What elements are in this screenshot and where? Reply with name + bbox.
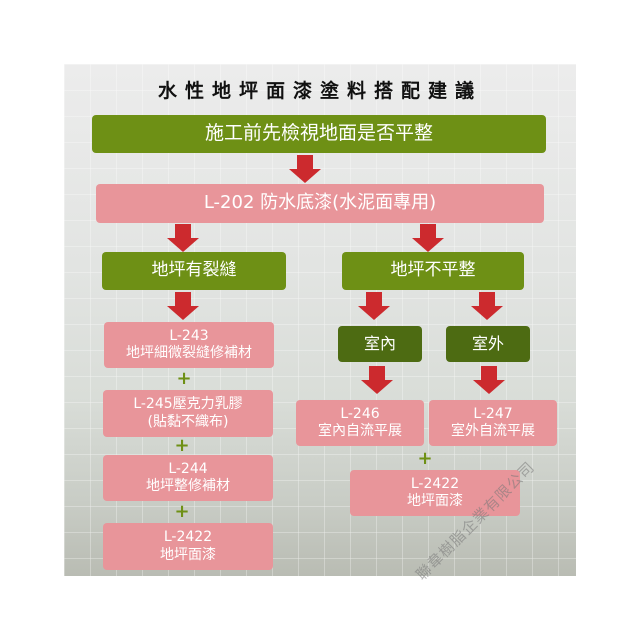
primer-label: L-202 防水底漆(水泥面專用) — [203, 192, 437, 214]
product-name: 室內自流平展 — [318, 423, 402, 439]
plus-icon: + — [176, 368, 192, 389]
plus-icon: + — [174, 435, 190, 456]
plus-icon: + — [417, 448, 433, 469]
product-l244: L-244 地坪整修補材 — [103, 455, 273, 501]
product-code: L-2422 — [163, 529, 213, 545]
outdoor-box: 室外 — [446, 326, 530, 362]
branch-label: 地坪有裂縫 — [151, 260, 237, 281]
product-code: L-246 — [340, 405, 380, 422]
product-code: L-243 — [169, 327, 209, 344]
product-name: (貼黏不織布) — [147, 413, 229, 430]
product-l245: L-245壓克力乳膠 (貼黏不織布) — [103, 390, 273, 437]
product-name: 室外自流平展 — [451, 423, 535, 439]
product-name: 地坪整修補材 — [146, 478, 230, 494]
plus-icon: + — [174, 501, 190, 522]
product-name: 地坪細微裂縫修補材 — [126, 345, 252, 361]
product-l2422-left: L-2422 地坪面漆 — [103, 523, 273, 570]
product-name: 地坪面漆 — [160, 546, 216, 563]
step-label: 施工前先檢視地面是否平整 — [204, 122, 433, 145]
branch-uneven: 地坪不平整 — [342, 252, 524, 290]
step-check-floor: 施工前先檢視地面是否平整 — [92, 115, 546, 153]
product-code: L-2422 — [410, 475, 460, 492]
product-name: 地坪面漆 — [407, 493, 463, 509]
product-code: L-244 — [168, 460, 208, 477]
product-code: L-247 — [473, 405, 513, 422]
indoor-box: 室內 — [338, 326, 422, 362]
product-code: L-245壓克力乳膠 — [133, 396, 243, 412]
branch-label: 地坪不平整 — [390, 260, 476, 281]
outdoor-label: 室外 — [471, 334, 504, 353]
branch-cracks: 地坪有裂縫 — [102, 252, 286, 290]
product-l247: L-247 室外自流平展 — [429, 400, 557, 446]
indoor-label: 室內 — [363, 334, 396, 353]
product-l246: L-246 室內自流平展 — [296, 400, 424, 446]
product-l243: L-243 地坪細微裂縫修補材 — [104, 322, 274, 368]
diagram-title: 水性地坪面漆塗料搭配建議 — [157, 80, 482, 102]
primer-box: L-202 防水底漆(水泥面專用) — [96, 184, 544, 223]
product-l2422-right: L-2422 地坪面漆 — [350, 470, 520, 516]
